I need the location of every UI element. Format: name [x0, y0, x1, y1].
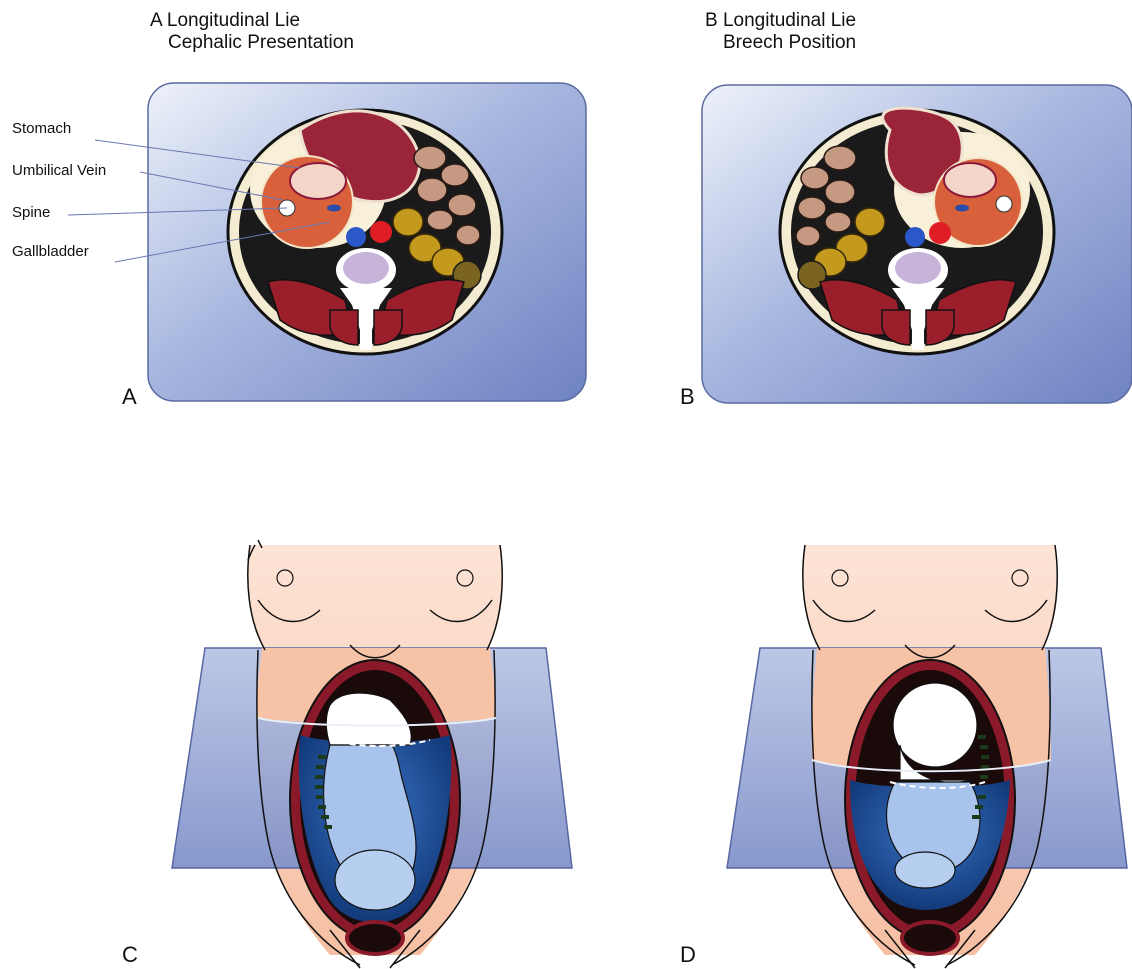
panel-a-cross-section [68, 83, 586, 401]
panel-d-torso-breech [727, 545, 1127, 968]
panel-b-cross-section [702, 85, 1132, 403]
panel-c-torso-cephalic [172, 540, 572, 968]
